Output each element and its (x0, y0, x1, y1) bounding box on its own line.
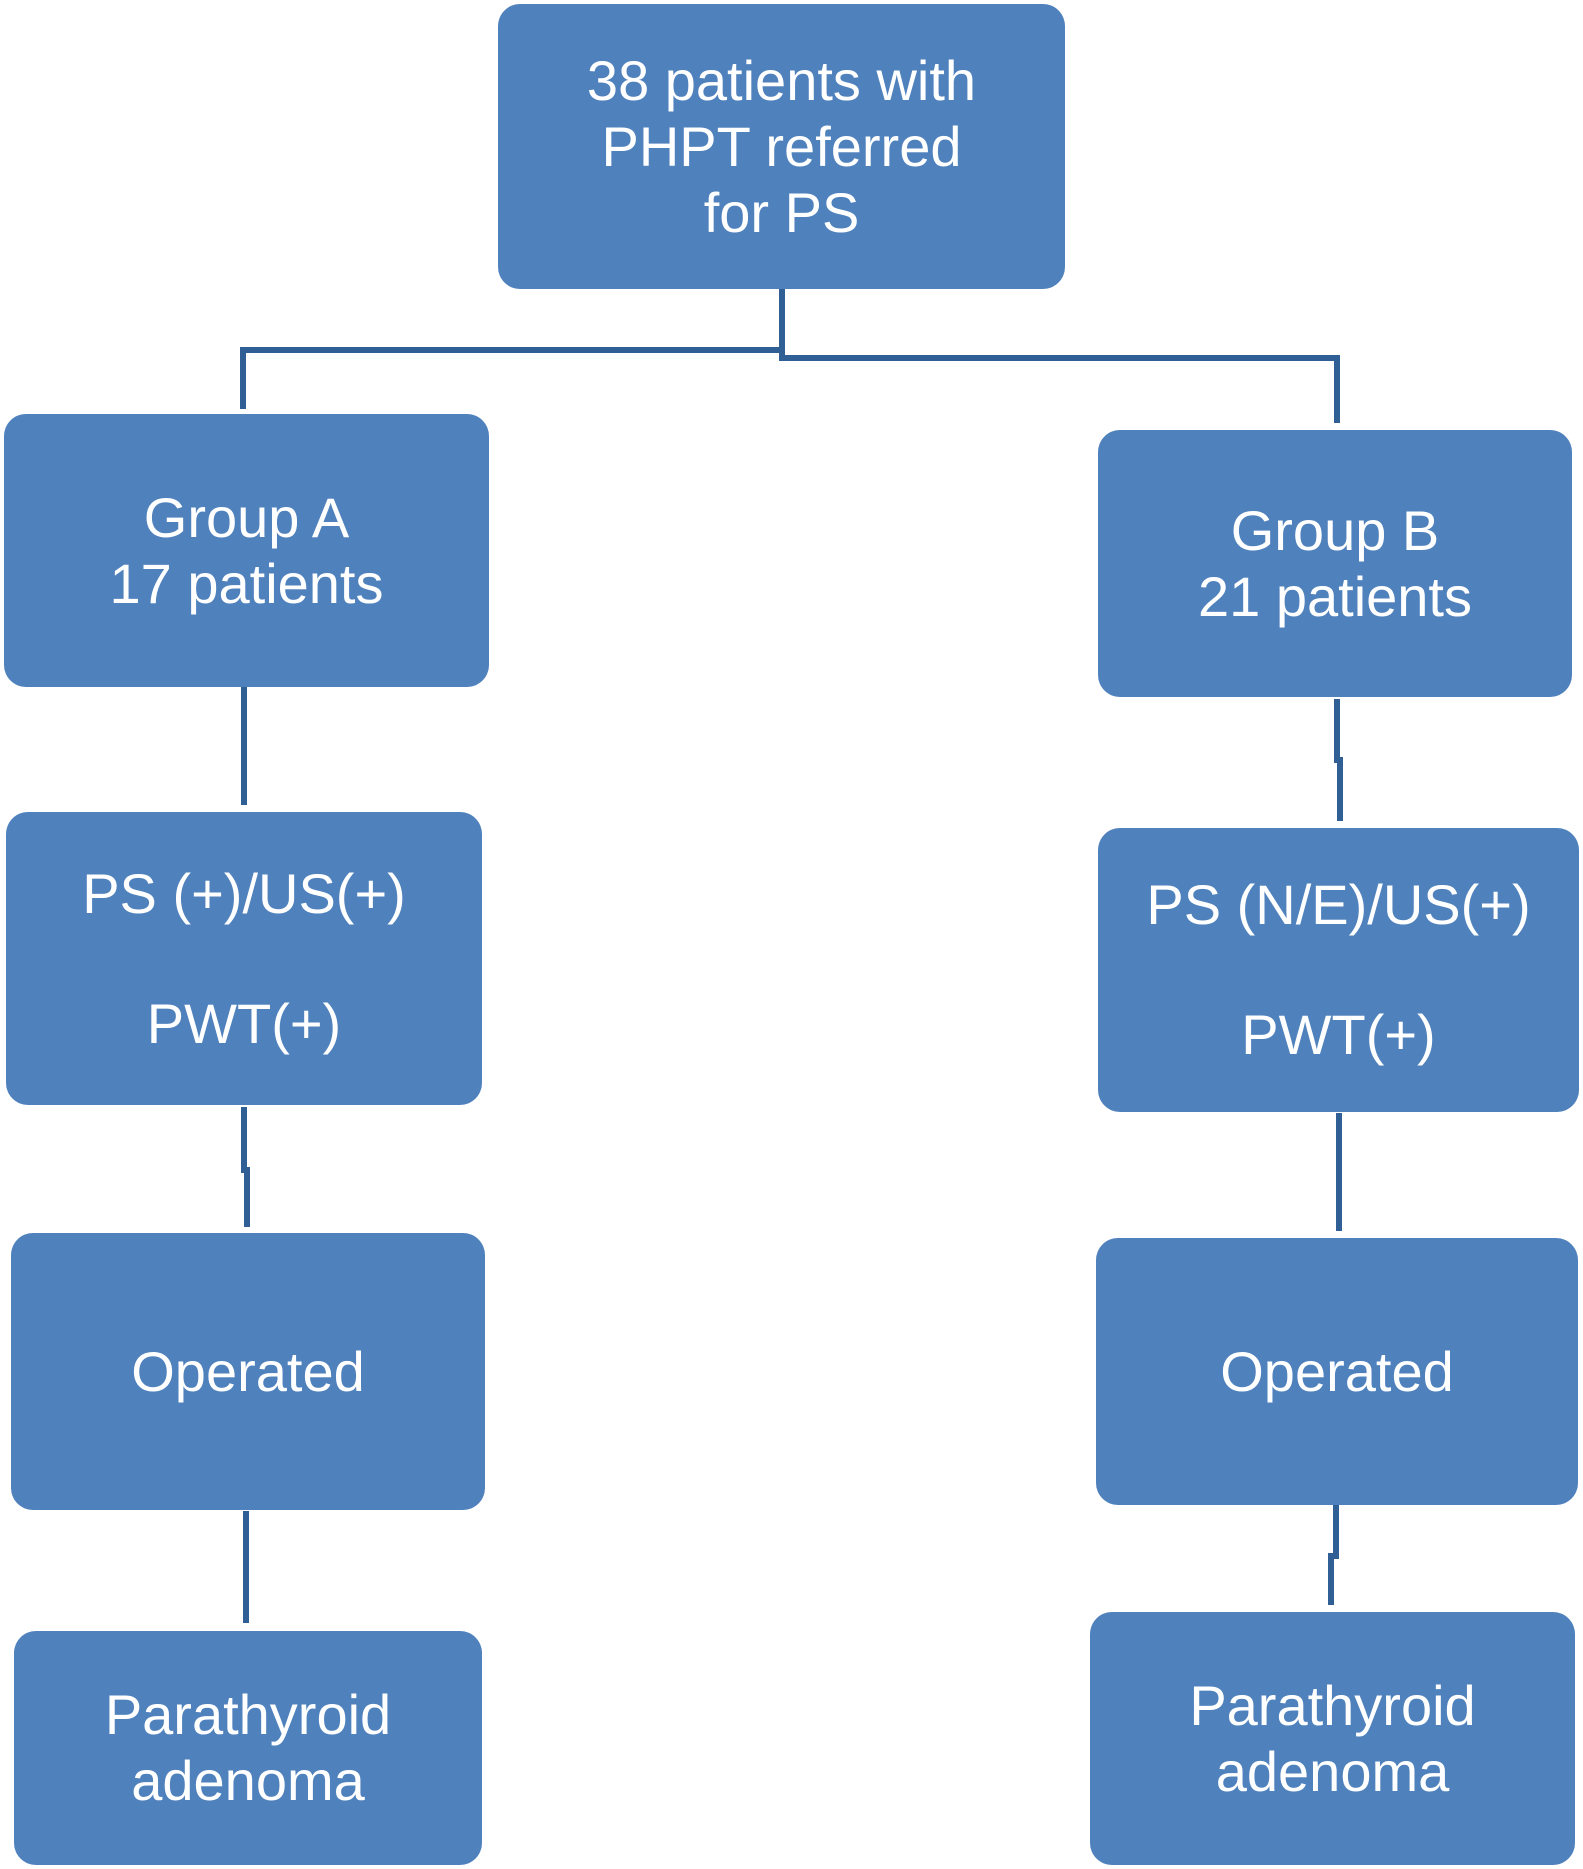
group-b-count: 21 patients (1198, 564, 1472, 628)
group-a-pwt-result: PWT(+) (146, 991, 342, 1055)
group-b-title: Group B (1230, 498, 1440, 562)
group-b-result-node: Parathyroid adenoma (1090, 1612, 1575, 1865)
group-a-result-line-2: adenoma (131, 1749, 365, 1812)
group-a-node: Group A 17 patients (4, 414, 489, 687)
group-a-operated-node: Operated (11, 1233, 485, 1510)
connector-ps-a-to-operated (241, 1107, 250, 1227)
group-b-result-line-1: Parathyroid (1189, 1673, 1476, 1737)
group-b-operated-label: Operated (1220, 1339, 1454, 1403)
group-b-imaging-node: PS (N/E)/US(+) PWT(+) (1098, 828, 1579, 1112)
connector-branch-left (240, 347, 785, 409)
group-b-ps-us-result: PS (N/E)/US(+) (1146, 873, 1531, 936)
group-a-title: Group A (143, 485, 350, 549)
group-a-operated-label: Operated (131, 1339, 365, 1403)
group-b-result-line-2: adenoma (1215, 1739, 1450, 1803)
group-a-imaging-node: PS (+)/US(+) PWT(+) (6, 812, 482, 1105)
group-b-pwt-result: PWT(+) (1241, 1003, 1436, 1066)
root-node-referred-patients: 38 patients with PHPT referred for PS (498, 4, 1065, 289)
connector-group-b-to-ps (1334, 699, 1343, 821)
group-b-operated-node: Operated (1096, 1238, 1578, 1505)
group-b-node: Group B 21 patients (1098, 430, 1572, 697)
root-node-line-3: for PS (703, 180, 860, 244)
connector-branch-right (779, 355, 1340, 423)
root-node-line-2: PHPT referred (601, 114, 962, 178)
group-a-result-line-1: Parathyroid (104, 1683, 392, 1746)
group-a-result-node: Parathyroid adenoma (14, 1631, 482, 1865)
group-a-ps-us-result: PS (+)/US(+) (82, 861, 406, 925)
root-node-line-1: 38 patients with (586, 48, 977, 112)
group-a-count: 17 patients (109, 551, 384, 615)
connector-operated-b-to-adenoma (1328, 1505, 1339, 1605)
